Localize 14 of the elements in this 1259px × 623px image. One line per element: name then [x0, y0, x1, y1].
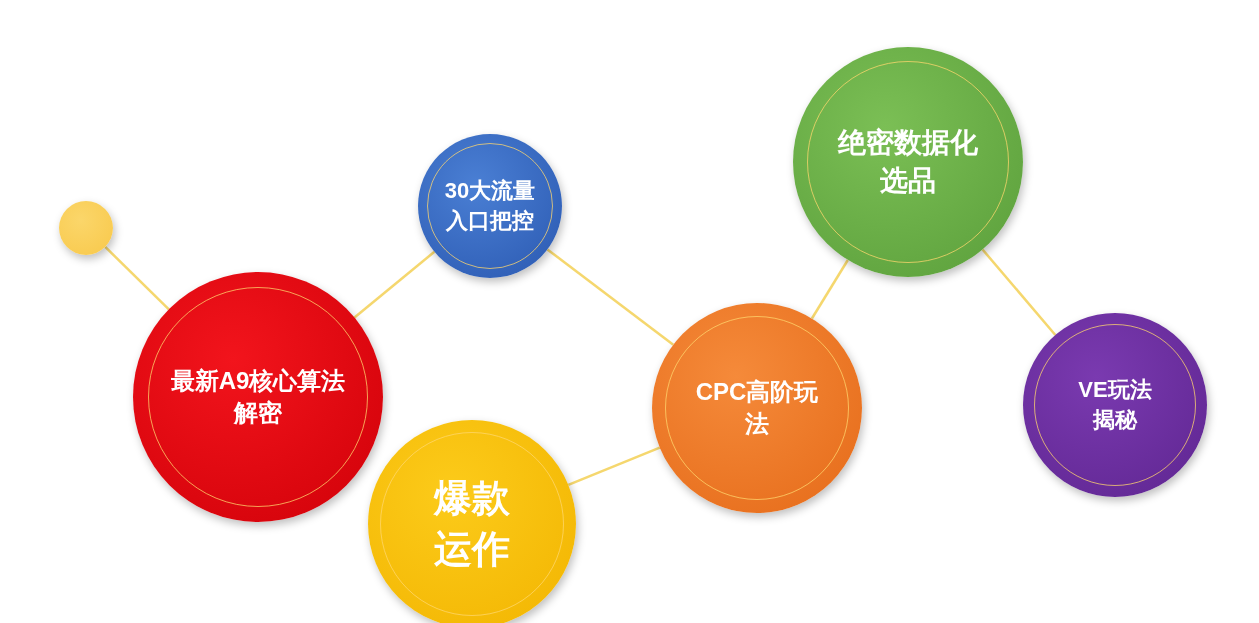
connector-line	[810, 259, 849, 320]
connector-line	[567, 446, 661, 486]
dot-node	[59, 201, 113, 255]
connector-line	[981, 248, 1057, 336]
node-label: CPC高阶玩法	[694, 376, 820, 439]
node-label: 爆款运作	[432, 475, 511, 572]
node-label: 绝密数据化选品	[836, 126, 979, 198]
node-label: 30大流量入口把控	[443, 177, 537, 235]
circle-node	[418, 134, 562, 278]
connector-line	[104, 246, 170, 311]
node-label: VE玩法揭秘	[1077, 376, 1153, 434]
connector-line	[353, 250, 436, 319]
node-label: 最新A9核心算法解密	[169, 365, 347, 428]
connector-line	[546, 248, 674, 346]
